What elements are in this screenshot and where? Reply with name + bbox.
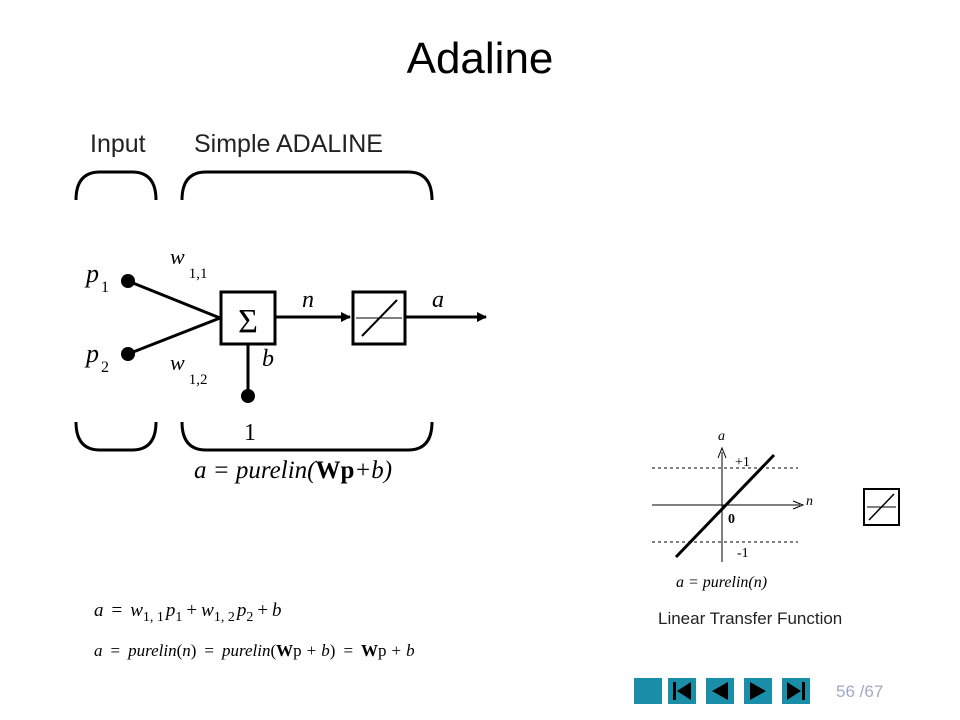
plot-minus-one: -1 (737, 546, 749, 561)
prev-page-button[interactable] (706, 678, 734, 704)
transfer-function-plot: a n +1 -1 0 a = purelin(n) Linear Transf… (652, 429, 900, 628)
last-page-icon (782, 678, 810, 704)
input-brace-bottom (74, 421, 158, 452)
first-page-button[interactable] (668, 678, 696, 704)
plot-x-arrowhead (792, 500, 805, 510)
next-page-button[interactable] (744, 678, 772, 704)
plot-plus-one: +1 (735, 455, 750, 470)
equation-2: a=purelin(n)=purelin(Wp+b)=Wp+b (94, 641, 415, 660)
sum-icon: Σ (238, 303, 258, 340)
next-page-icon (744, 678, 772, 704)
weight-line-w11 (127, 279, 221, 320)
weight-line-w12 (127, 316, 221, 356)
output-label: a (432, 287, 444, 313)
page-total: /67 (859, 682, 884, 701)
bias-node (241, 389, 255, 403)
prev-page-icon (706, 678, 734, 704)
input-label: Input (90, 130, 146, 158)
nav-square-button[interactable] (634, 678, 662, 704)
page-current: 56 (836, 682, 855, 701)
plot-zero: 0 (728, 512, 735, 527)
plot-linear-line (674, 453, 776, 559)
last-page-button[interactable] (782, 678, 810, 704)
plot-axis-n: n (806, 494, 813, 509)
layer-label: Simple ADALINE (194, 130, 383, 158)
input-brace-top (74, 170, 158, 201)
w11-label: w1,1 (170, 244, 207, 282)
page-indicator: 56 /67 (836, 682, 883, 702)
layer-brace-top (180, 170, 434, 201)
plot-y-arrowhead (717, 446, 727, 459)
plot-axis-a: a (718, 429, 725, 444)
first-page-icon (668, 678, 696, 704)
bias-input-label: 1 (244, 420, 256, 446)
plot-equation: a = purelin(n) (676, 574, 767, 591)
plot-caption: Linear Transfer Function (658, 609, 842, 628)
slide-title: Adaline (406, 34, 554, 83)
layer-brace-bottom (180, 421, 434, 452)
bias-label: b (262, 346, 274, 372)
diagram-equation: a = purelin(Wp+b) (194, 457, 392, 484)
w12-label: w1,2 (170, 350, 207, 388)
n-label: n (302, 287, 314, 313)
